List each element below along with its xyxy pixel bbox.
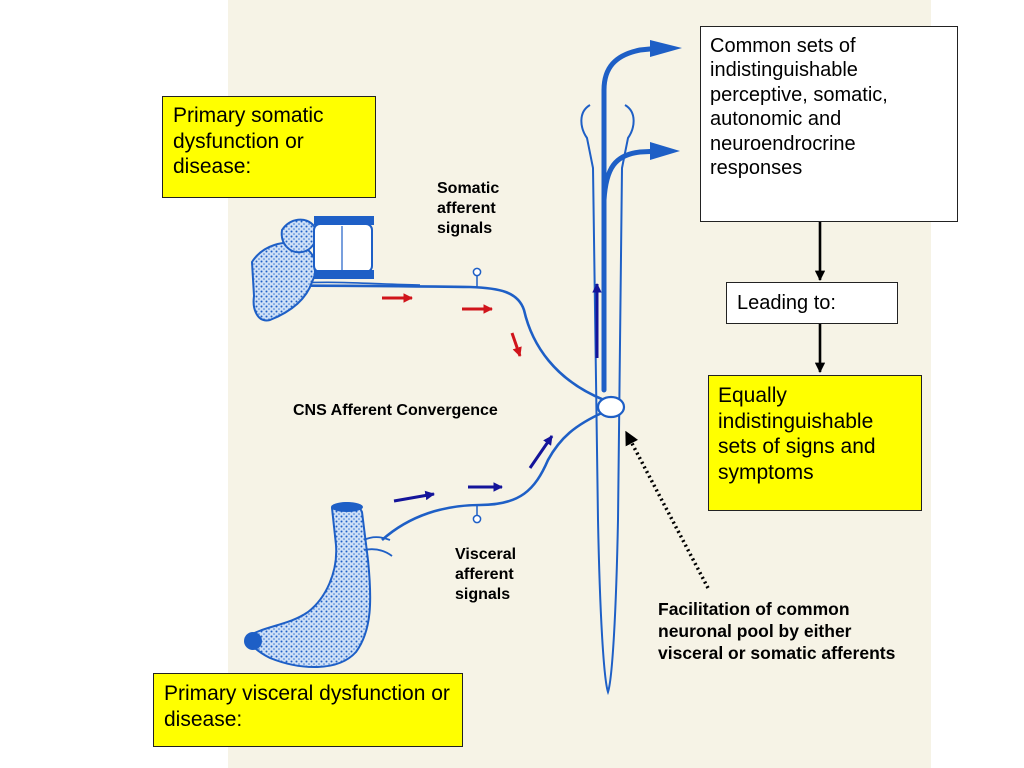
facilitation-label: Facilitation of common neuronal pool by … [658,599,896,663]
primary-somatic-box: Primary somatic dysfunction or disease: [162,96,376,198]
somatic-afferent-label: Somatic afferent signals [437,180,500,237]
visceral-signal-arrow [393,490,435,503]
ascending-arrowhead-upper [650,40,682,57]
primary-visceral-box: Primary visceral dysfunction or disease: [153,673,463,747]
visceral-afferent-nerve [381,410,605,541]
somatic-ganglion [472,267,482,287]
visceral-signal-arrow [528,435,554,469]
primary-somatic-text: Primary somatic dysfunction or disease: [173,104,324,179]
equally-indistinguishable-text: Equally indistinguishable sets of signs … [718,384,876,484]
ascending-arrowhead-branch [650,142,680,160]
visceral-ganglion [472,505,482,524]
facilitation-arrow [624,430,710,589]
somatic-tissue-illustration [250,216,374,322]
visceral-organ-illustration [244,502,393,668]
primary-visceral-text: Primary visceral dysfunction or disease: [164,682,450,731]
common-responses-text: Common sets of indistinguishable percept… [710,35,888,179]
visceral-afferent-label: Visceral afferent signals [455,546,517,603]
ascending-tract-branch [601,148,663,203]
somatic-signal-arrow [510,332,522,357]
common-responses-box: Common sets of indistinguishable percept… [700,26,958,222]
convergence-neuron [596,395,626,419]
spinal-cord-outline [580,104,635,696]
ascending-tract-upper [601,45,663,393]
equally-indistinguishable-box: Equally indistinguishable sets of signs … [708,375,922,511]
somatic-afferent-nerve [261,284,605,402]
leading-to-box: Leading to: [726,282,898,324]
cns-convergence-label: CNS Afferent Convergence [293,402,498,419]
leading-to-text: Leading to: [737,292,836,314]
